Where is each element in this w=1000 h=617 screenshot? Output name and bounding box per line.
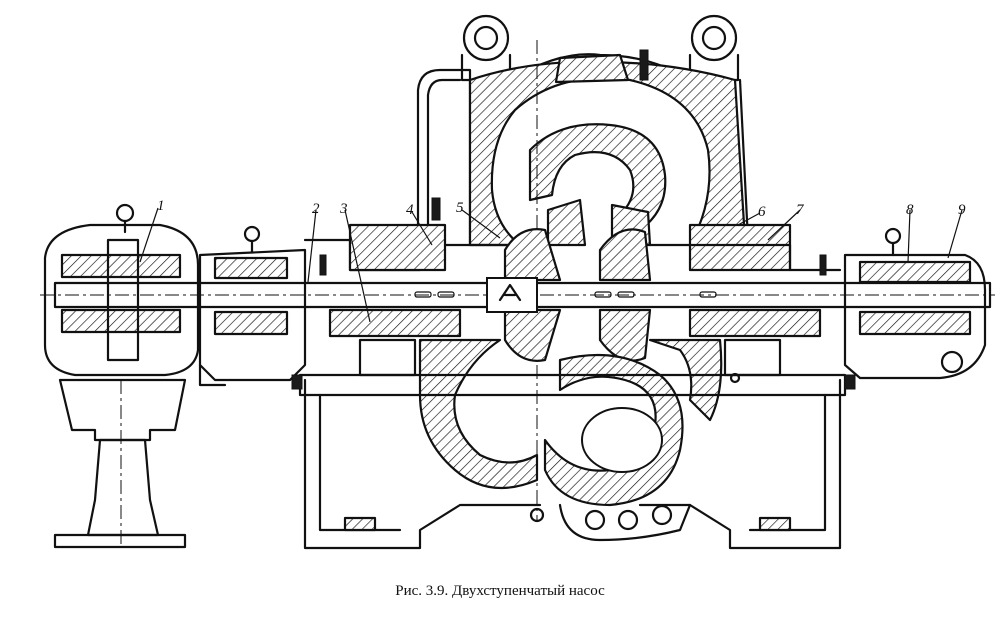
callout-5: 5 (456, 200, 464, 216)
callout-3: 3 (339, 201, 348, 217)
casing-side-flanges (303, 223, 842, 338)
callout-labels: 1 2 3 4 5 6 7 8 9 (157, 198, 966, 220)
casing-lower (298, 338, 847, 550)
impellers (486, 228, 652, 362)
callout-leaders (139, 207, 963, 323)
figure-caption: Рис. 3.9. Двухступенчатый насос (395, 583, 605, 599)
callout-1: 1 (157, 198, 165, 214)
left-pedestal (53, 378, 187, 549)
callout-6: 6 (758, 204, 766, 220)
shaft-keyways (414, 291, 717, 298)
bolts (291, 49, 856, 390)
callout-2: 2 (312, 201, 320, 217)
pump-cross-section-drawing: 1 2 3 4 5 6 7 8 9 (40, 14, 995, 550)
left-bearing-housing (43, 203, 200, 377)
callout-7: 7 (796, 202, 805, 218)
drain-bolts (529, 503, 692, 542)
right-bearing-housing (843, 227, 987, 380)
callout-8: 8 (906, 202, 914, 218)
callout-4: 4 (406, 202, 414, 218)
left-seal-block (198, 225, 307, 387)
callout-9: 9 (958, 202, 966, 218)
